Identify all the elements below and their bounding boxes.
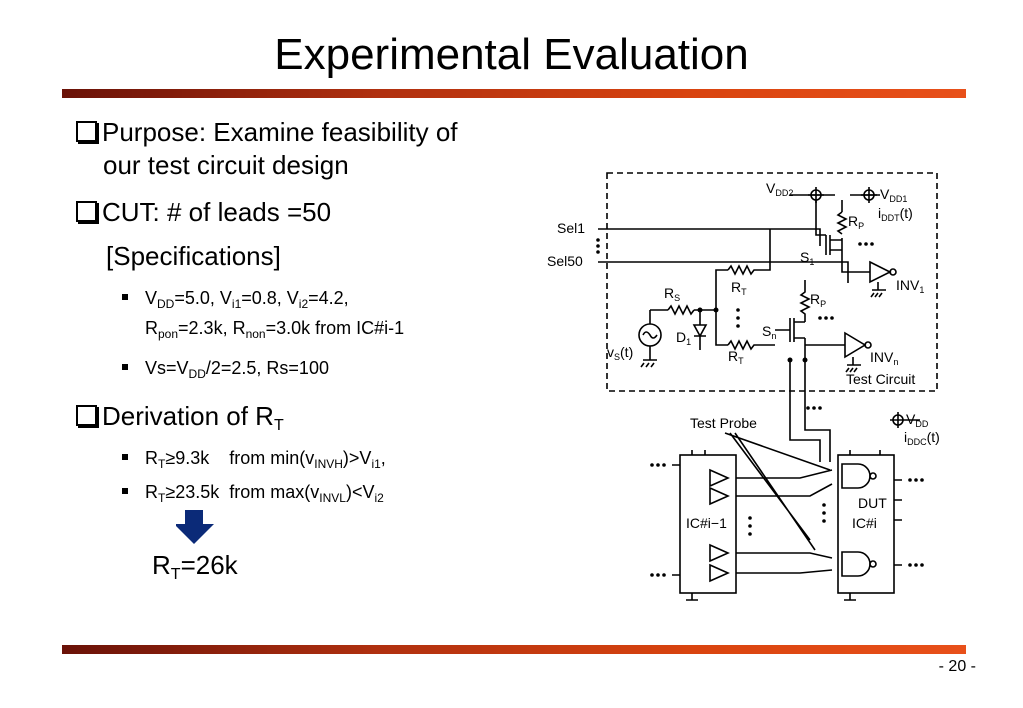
title-divider xyxy=(62,89,966,98)
square-bullet-icon xyxy=(122,454,128,460)
sel1-label: Sel1 xyxy=(557,220,585,236)
circuit-diagram: Sel1 Sel50 VDD2 VDD1 iDDT(t) RP S1 INV1 … xyxy=(547,172,940,601)
derivation-item-max: RT≥23.5k from max(vINVL)<Vi2 xyxy=(145,482,384,505)
slide-title: Experimental Evaluation xyxy=(274,30,749,79)
bullet-derivation: Derivation of RT xyxy=(76,400,284,434)
invn-label: INVn xyxy=(870,349,898,367)
result-rt: RT=26k xyxy=(152,550,238,583)
rp-label: RP xyxy=(810,291,826,309)
ic-current-label: IC#i xyxy=(852,515,877,531)
square-bullet-icon xyxy=(122,364,128,370)
spec-item-source: Vs=VDD/2=2.5, Rs=100 xyxy=(145,358,329,381)
d1-label: D1 xyxy=(676,329,691,347)
derivation-item-min: RT≥9.3k from min(vINVH)>Vi1, xyxy=(145,448,386,471)
page-number: - 20 - xyxy=(938,658,976,675)
checkbox-bullet-icon xyxy=(76,201,97,222)
test-probe-label: Test Probe xyxy=(690,415,757,431)
ic-previous-label: IC#i−1 xyxy=(686,515,727,531)
rs-label: RS xyxy=(664,285,680,303)
footer-divider xyxy=(62,645,966,654)
square-bullet-icon xyxy=(122,294,128,300)
bullet-purpose: Purpose: Examine feasibility of xyxy=(76,116,458,148)
specifications-heading: [Specifications] xyxy=(106,241,281,271)
iddc-label: iDDC(t) xyxy=(904,429,940,447)
bullet-purpose-cont: our test circuit design xyxy=(103,150,349,180)
checkbox-bullet-icon xyxy=(76,405,97,426)
spec-item-voltages: VDD=5.0, Vi1=0.8, Vi2=4.2, xyxy=(145,288,349,311)
vdd1-label: VDD1 xyxy=(880,186,907,204)
dut-label: DUT xyxy=(858,495,887,511)
sn-label: Sn xyxy=(762,323,776,341)
square-bullet-icon xyxy=(122,488,128,494)
rt-top-label: RT xyxy=(731,279,747,297)
down-arrow-icon xyxy=(176,510,214,544)
bullet-cut: CUT: # of leads =50 xyxy=(76,196,331,228)
inv1-label: INV1 xyxy=(896,277,924,295)
sel50-label: Sel50 xyxy=(547,253,583,269)
test-circuit-label: Test Circuit xyxy=(846,371,915,387)
checkbox-bullet-icon xyxy=(76,121,97,142)
rt-bottom-label: RT xyxy=(728,348,744,366)
rp-top-label: RP xyxy=(848,213,864,231)
spec-item-resistances: Rpon=2.3k, Rnon=3.0k from IC#i-1 xyxy=(145,318,405,341)
vdd-label: VDD xyxy=(906,411,929,429)
vs-label: vS(t) xyxy=(607,344,633,362)
s1-label: S1 xyxy=(800,249,814,267)
iddt-label: iDDT(t) xyxy=(878,205,913,223)
vdd2-label: VDD2 xyxy=(766,180,793,198)
